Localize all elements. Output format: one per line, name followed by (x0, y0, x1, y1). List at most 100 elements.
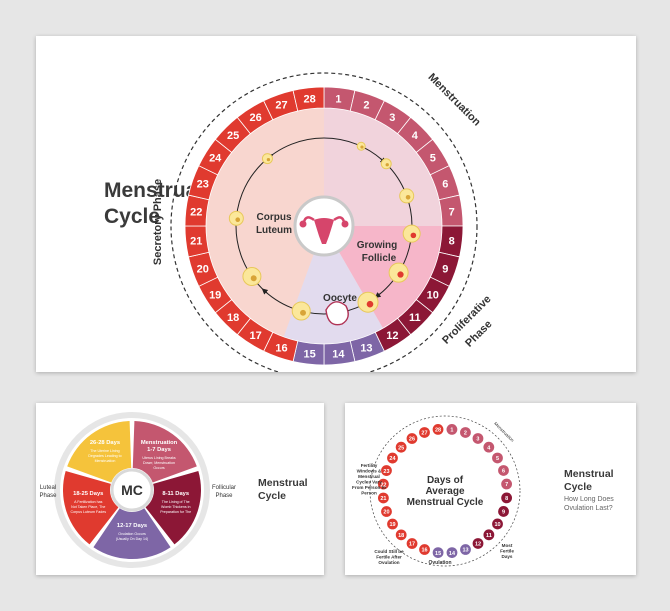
fertility-note: Cycles Vary (356, 480, 382, 485)
day-dot-label: 28 (435, 428, 441, 434)
thumbnail-subtitle: How Long Does Ovulation Last? (564, 496, 614, 513)
uterus-icon (299, 216, 349, 244)
day-dot-label: 23 (383, 469, 389, 475)
wheel-segment (132, 421, 197, 483)
fertility-note: Windows & (357, 469, 382, 474)
day-dot (501, 492, 513, 504)
day-dot-label: 16 (421, 548, 427, 554)
day-segment (292, 86, 325, 112)
day-dot (460, 427, 471, 438)
follicle-core (235, 217, 241, 223)
day-dot (381, 506, 392, 517)
day-dot (381, 465, 392, 476)
slide-title: Menstrual Cycle (104, 179, 204, 228)
day-label: 9 (442, 263, 448, 275)
follicular-phase-label: Phase (215, 493, 233, 499)
day-dot-label: 19 (389, 522, 395, 528)
day-label: 11 (409, 312, 421, 324)
day-label: 4 (412, 130, 419, 142)
segment-title: 8-11 Days (162, 491, 189, 497)
day-dot-label: 26 (409, 437, 415, 443)
segment-title: 1-7 Days (147, 447, 171, 453)
dashed-ring (170, 72, 478, 372)
follicle-core (360, 145, 364, 149)
day-dot-label: 13 (462, 548, 468, 554)
most-fertile-note: Most (502, 543, 513, 548)
luteal-phase-label: Phase (39, 493, 57, 499)
day-dot-label: 10 (494, 522, 500, 528)
corpus-luteum-label: Corpus (257, 212, 292, 223)
wheel-segment (67, 421, 132, 483)
day-label: 13 (360, 342, 372, 354)
center-title: Average (425, 486, 465, 497)
day-dot-label: 17 (409, 542, 415, 548)
day-label: 26 (250, 112, 262, 124)
growing-follicle-label: Growing (357, 240, 398, 251)
fertility-note: Menstrual (358, 474, 380, 479)
day-dot (498, 506, 509, 517)
day-dot (472, 538, 484, 549)
day-label: 24 (209, 153, 222, 165)
follicular-phase-label: Follicular (212, 485, 236, 491)
segment-body: Degrades Leading to (88, 454, 121, 458)
day-dot (377, 478, 389, 490)
day-dot (432, 547, 444, 559)
day-dot-label: 6 (502, 469, 505, 475)
corpus-luteum-label: Luteum (256, 225, 292, 236)
day-dot (395, 441, 407, 453)
follicle-core (405, 194, 411, 200)
thumbnail-slide-days[interactable]: Menstrual Cycle How Long Does Ovulation … (345, 403, 636, 575)
day-dot (406, 538, 418, 549)
segment-body: (Usually On Day 14) (116, 537, 148, 541)
segment-title: 26-28 Days (90, 440, 120, 446)
segment-title: Menstruation (141, 440, 178, 446)
follicle-core (266, 157, 271, 162)
day-dot-label: 5 (496, 456, 499, 462)
day-dot-label: 25 (398, 445, 404, 451)
follicle-core (410, 232, 417, 239)
day-label: 5 (430, 153, 436, 165)
day-dot (492, 518, 503, 530)
day-dot-label: 2 (464, 431, 467, 437)
day-dot-label: 9 (502, 510, 505, 516)
segment-body: Preparation for The (160, 510, 191, 514)
day-dot (492, 452, 503, 464)
segment-title: 18-25 Days (73, 491, 103, 497)
segment-body: Menstruation (95, 459, 116, 463)
day-dot (406, 433, 418, 444)
growing-follicle-label: Follicle (362, 253, 397, 264)
wheel-segment (63, 470, 119, 545)
follicle-core (250, 275, 257, 282)
day-label: 27 (275, 100, 287, 112)
day-label: 18 (227, 312, 239, 324)
segment-body: A Fertilization has (74, 500, 103, 504)
day-label: 8 (449, 235, 455, 247)
oocyte-label: Oocyte (323, 293, 357, 304)
arrow-head (261, 288, 269, 295)
thumbnail-title: Menstrual Cycle (258, 477, 308, 503)
day-label: 16 (275, 342, 287, 354)
most-fertile-note: Fertile (500, 549, 514, 554)
center-title: Menstrual Cycle (407, 497, 484, 508)
center-title: Days of (427, 475, 464, 486)
thumbnail-title: Menstrual Cycle (564, 468, 614, 494)
day-dot (498, 465, 509, 476)
segment-body: The Lining of The (162, 500, 190, 504)
proliferative-quadrant (324, 226, 442, 329)
day-dot (446, 547, 458, 559)
day-label: 19 (209, 289, 221, 301)
day-dot (387, 518, 398, 530)
day-label: 3 (389, 112, 395, 124)
day-label: 12 (386, 330, 398, 342)
day-dot (483, 529, 495, 541)
segment-body: Ovulation Occurs (118, 532, 146, 536)
day-label: 2 (363, 100, 369, 112)
day-dot-label: 27 (421, 431, 427, 437)
day-dot-label: 15 (435, 551, 441, 557)
day-dot (419, 427, 430, 438)
day-dot (377, 492, 389, 504)
wheel-segment (93, 508, 171, 559)
